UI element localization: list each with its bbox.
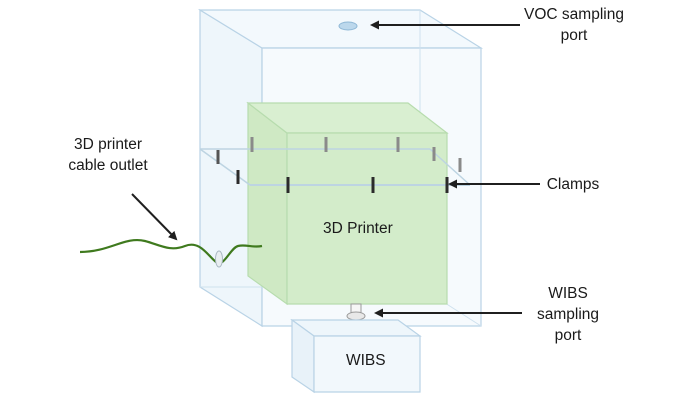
- printer-cable: [79, 238, 263, 265]
- wibs-box: [290, 318, 422, 394]
- printer-left-face: [247, 101, 288, 306]
- voc-port-label-line1: VOC sampling: [524, 6, 624, 23]
- clamps-label: Clamps: [538, 174, 608, 195]
- wibs-port-label-line2: sampling: [536, 306, 600, 323]
- wibs-label: WIBS: [346, 352, 386, 369]
- printer-front-face: [286, 132, 448, 305]
- cable-outlet-label-line2: cable outlet: [68, 157, 148, 174]
- printer-label: 3D Printer: [323, 220, 393, 237]
- wibs-port-label-line1: WIBS: [548, 285, 588, 302]
- printer-cube: [246, 101, 449, 306]
- clamps-label-text: Clamps: [546, 176, 600, 193]
- wibs-port-label-line3: port: [554, 327, 582, 344]
- cable-outlet-label-line1: 3D printer: [73, 136, 143, 153]
- cable-outlet-label: 3D printer cable outlet: [52, 134, 164, 176]
- arrow-right-icon: [131, 193, 178, 241]
- cable-outlet-icon: [215, 250, 223, 268]
- wibs-port-label: WIBS sampling port: [528, 283, 608, 346]
- plane-right-edge: [429, 148, 471, 186]
- voc-port-label-line2: port: [560, 27, 588, 44]
- wibs-front-face: [313, 335, 421, 393]
- plane-left-edge: [199, 148, 251, 186]
- clamps: [216, 137, 462, 193]
- voc-port-icon: [338, 21, 358, 31]
- voc-port-label: VOC sampling port: [514, 4, 634, 46]
